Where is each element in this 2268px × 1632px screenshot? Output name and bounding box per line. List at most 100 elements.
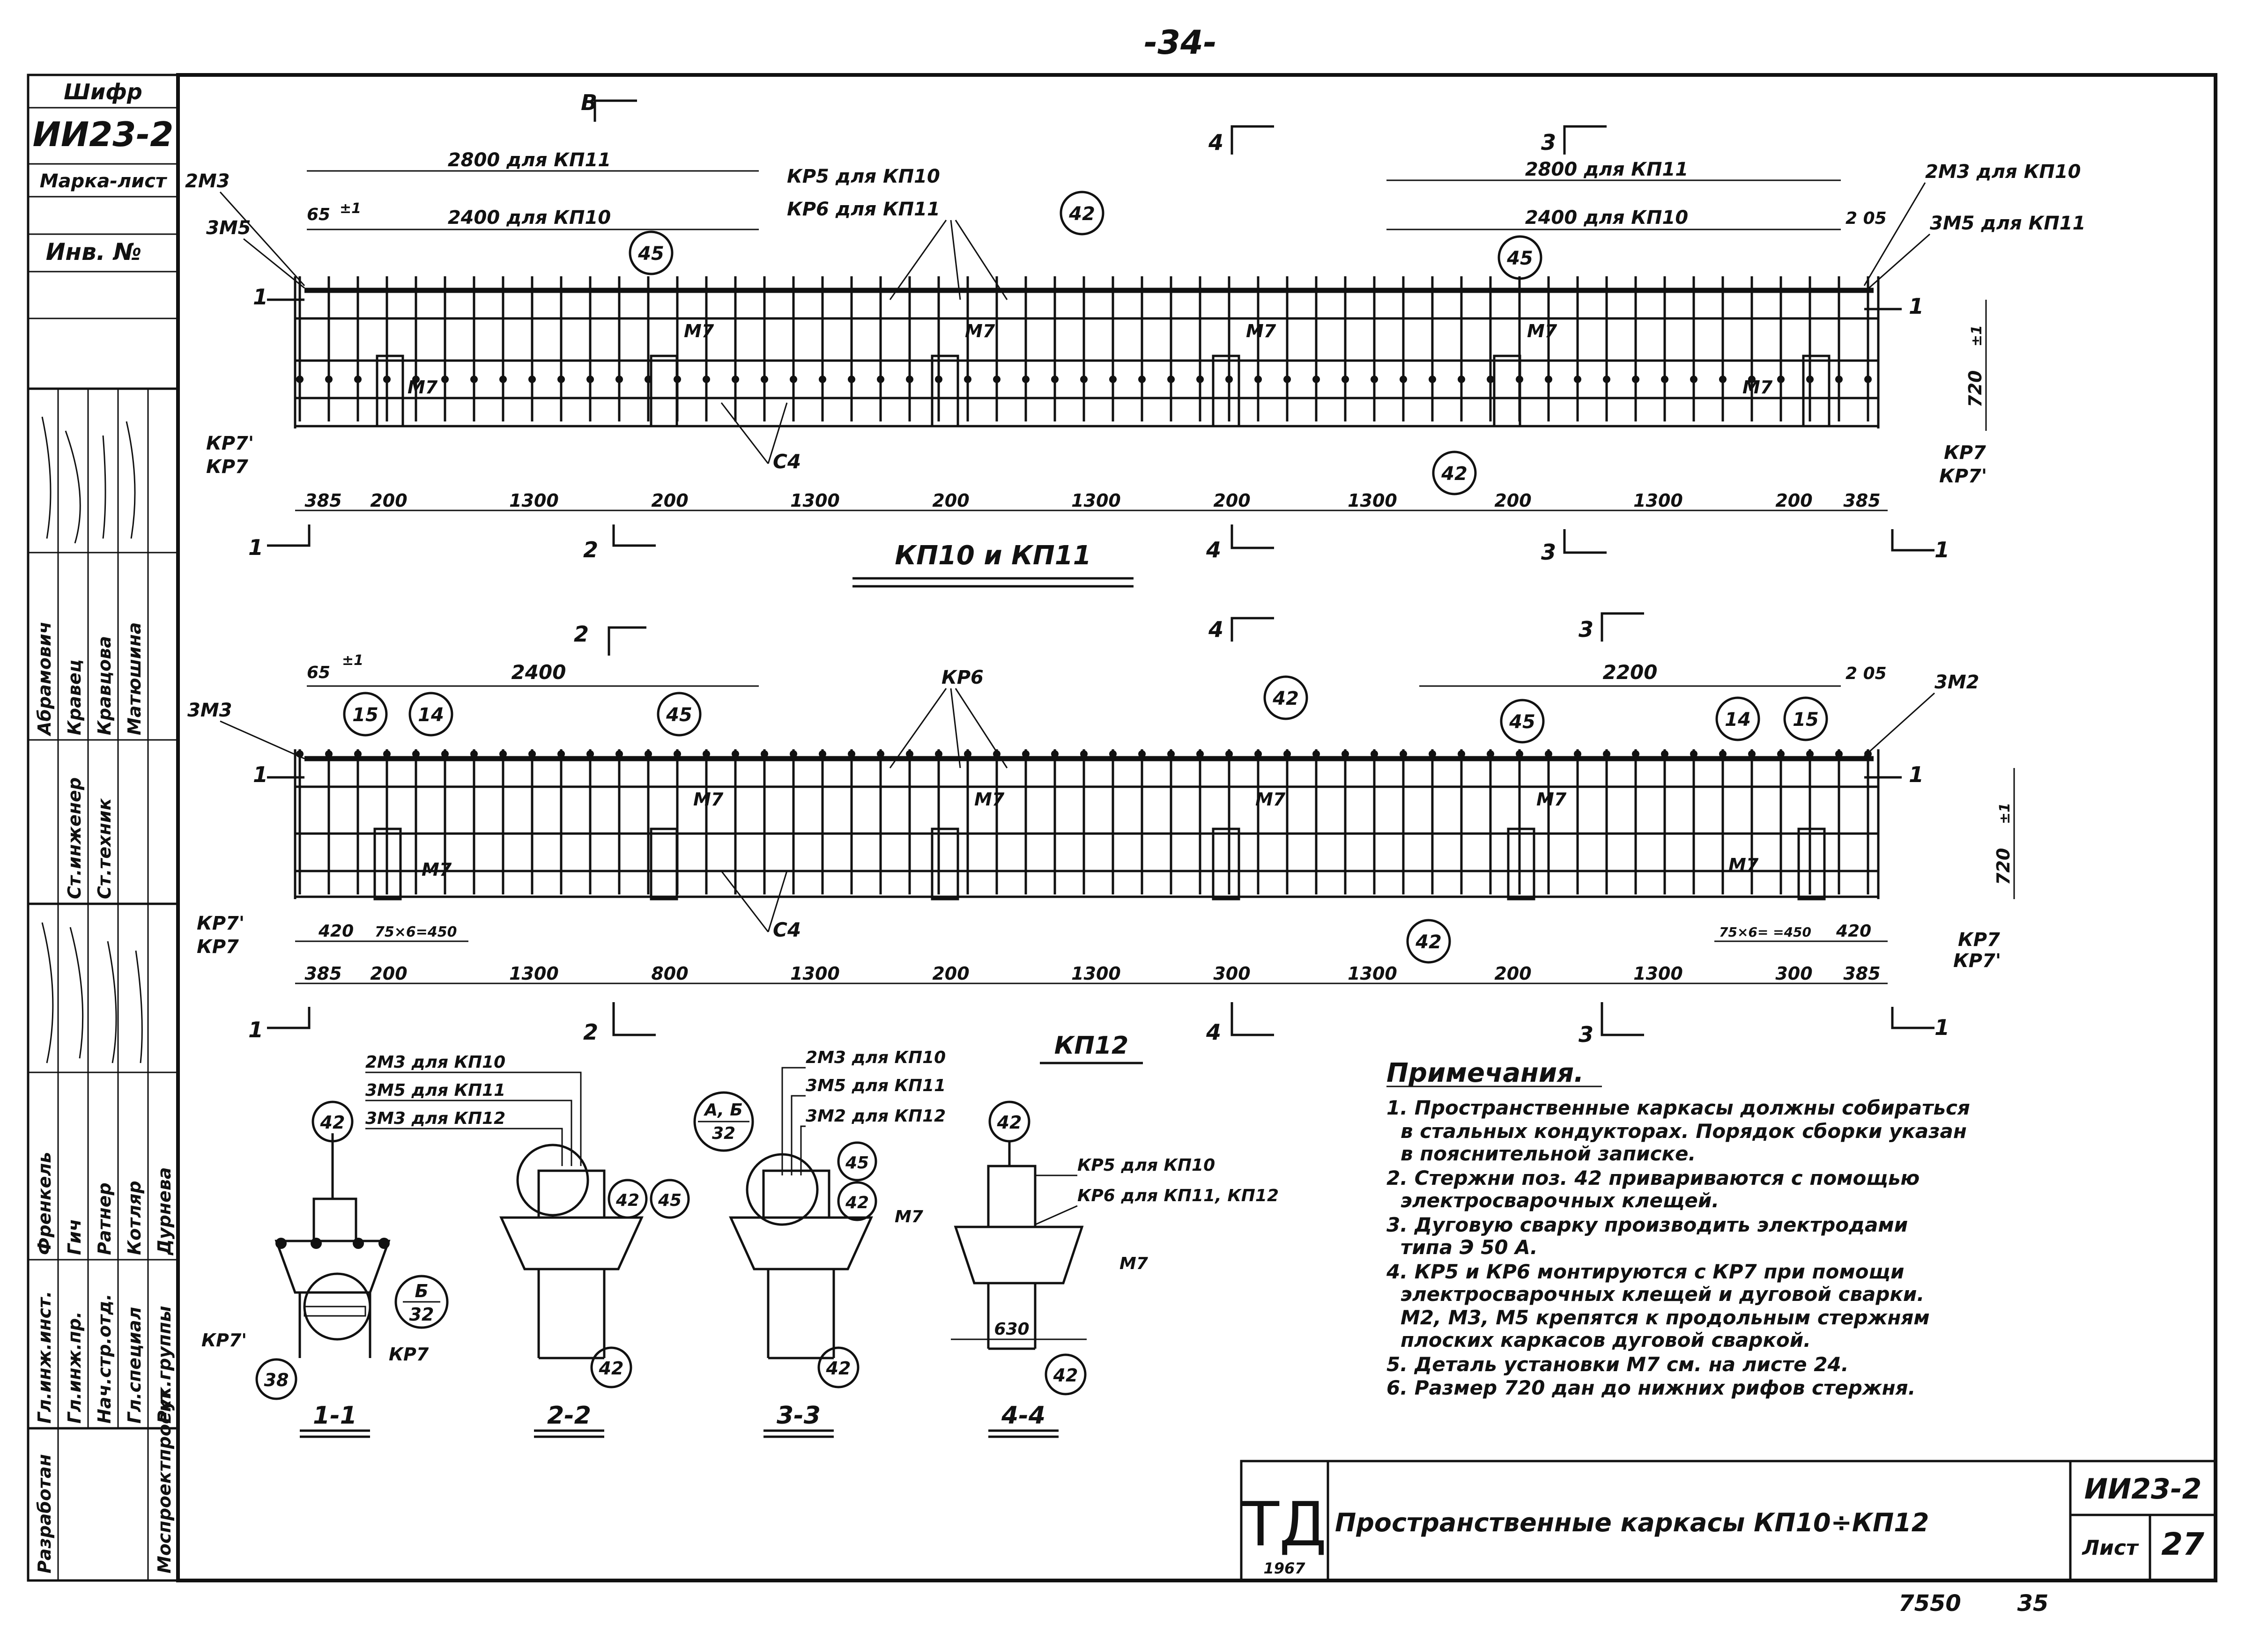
note-line: М2, М3, М5 крепятся к продольным стержня…: [1401, 1306, 1930, 1329]
top-section-v: В: [581, 90, 597, 115]
top-dim-2400-left: 2400 для КП10: [448, 207, 611, 229]
s22-label-3m3: 3М3 для КП12: [365, 1109, 505, 1128]
bottom-bdim: 200: [370, 963, 407, 984]
stamp-column: Шифр ИИ23-2 Марка-лист Инв. № Гл.инж.инс…: [27, 74, 179, 1582]
note-line: в стальных кондукторах. Порядок сборки у…: [1401, 1120, 1967, 1143]
top-m7-plates: [376, 354, 1831, 428]
top-dim-2800-left: 2800 для КП11: [448, 149, 611, 171]
top-label-kr7-right: КР7: [1944, 442, 1986, 464]
bottom-bubble-42-top: 42: [1272, 688, 1299, 709]
s22-title: 2-2: [547, 1402, 591, 1430]
stamp-org-right: Моспроектпроект: [154, 1388, 175, 1573]
s33-bubble-45: 45: [845, 1153, 869, 1173]
title-block-sheet-label: Лист: [2082, 1536, 2139, 1560]
top-section-1-right: 1: [1909, 294, 1924, 319]
top-view: 2800 для КП11 2400 для КП10 65 ±1 2800 д…: [185, 90, 2085, 588]
bottom-m7-label: М7: [422, 859, 452, 880]
bottom-bubble-15-right: 15: [1793, 709, 1819, 731]
section-1-1: 42 Б 32 38 КР7' КР7 1-1: [201, 1100, 449, 1438]
top-dim-2800-right: 2800 для КП11: [1525, 159, 1688, 180]
top-dim-205: 2 05: [1846, 209, 1887, 228]
title-block-sheet-number: 27: [2161, 1526, 2204, 1562]
bottom-bdim: 1300: [1071, 963, 1121, 984]
bottom-bdim: 1300: [509, 963, 559, 984]
bottom-dim-2400: 2400: [511, 661, 566, 684]
stamp-name-1: Френкель: [34, 1152, 55, 1255]
top-section-1-left: 1: [253, 284, 268, 310]
bottom-m7-label: М7: [1728, 855, 1759, 875]
top-bubble-42: 42: [1068, 203, 1095, 225]
mark-sheet-label: Марка-лист: [40, 170, 168, 192]
stamp-name-2: Гич: [64, 1219, 85, 1255]
top-dim-tol: ±1: [340, 200, 361, 217]
top-label-kr7-prime-left: КР7': [206, 433, 254, 454]
top-bdim: 1300: [509, 490, 559, 511]
note-line: 6. Размер 720 дан до нижних рифов стержн…: [1386, 1376, 1916, 1399]
bottom-bdim: 1300: [1633, 963, 1683, 984]
cipher-value: ИИ23-2: [33, 115, 174, 154]
bottom-bubble-15-left: 15: [352, 704, 378, 726]
bottom-label-kr7-prime-left: КР7': [197, 913, 245, 934]
stamp-name-5: Дурнева: [154, 1167, 175, 1255]
s11-title: 1-1: [313, 1402, 357, 1430]
s44-label-m7-right: М7: [1119, 1254, 1148, 1273]
bottom-label-kr6: КР6: [941, 667, 984, 688]
bottom-section-1-left: 1: [253, 762, 268, 787]
top-bubble-42-bottom: 42: [1441, 463, 1468, 485]
top-label-2m3: 2М3: [185, 170, 230, 192]
s44-bubble-42-top: 42: [997, 1112, 1022, 1133]
top-view-title: КП10 и КП11: [895, 540, 1091, 571]
s11-label-kr7: КР7: [389, 1344, 429, 1365]
bottom-bdim: 385: [304, 963, 341, 984]
top-label-2m3-right: 2М3 для КП10: [1925, 161, 2081, 183]
note-line: в пояснительной записке.: [1401, 1142, 1696, 1165]
top-rebar-cage: [295, 276, 1878, 421]
bottom-m7-plates: [373, 827, 1826, 901]
bottom-section-4-bottom: 4: [1206, 1019, 1221, 1045]
page-number: -34-: [1144, 23, 1217, 62]
bottom-label-kr7-prime-right: КР7': [1953, 950, 2001, 972]
s44-title: 4-4: [1001, 1402, 1045, 1430]
s33-label-3m2: 3М2 для КП12: [806, 1107, 946, 1126]
bottom-dim-65: 65: [307, 663, 330, 682]
s33-bubble-42: 42: [845, 1193, 869, 1212]
note-line: электросварочных клещей и дуговой сварки…: [1401, 1283, 1924, 1306]
bottom-section-1-right: 1: [1909, 762, 1924, 787]
s33-label-3m5: 3М5 для КП11: [806, 1076, 946, 1095]
bottom-label-kr7-right: КР7: [1958, 929, 2000, 951]
top-m7-label: М7: [1742, 377, 1773, 398]
top-bdim: 200: [1775, 490, 1812, 511]
s22-label-3m5: 3М5 для КП11: [365, 1081, 505, 1100]
s22-bubble-45: 45: [658, 1191, 682, 1210]
title-block-title: Пространственные каркасы КП10÷КП12: [1335, 1508, 1929, 1537]
note-line: 1. Пространственные каркасы должны собир…: [1386, 1096, 1970, 1119]
note-line: 4. КР5 и КР6 монтируются с КР7 при помощ…: [1386, 1260, 1904, 1283]
bottom-c4-label: С4: [773, 918, 801, 941]
top-bdim: 385: [304, 490, 341, 511]
bottom-bdim: 1300: [1348, 963, 1397, 984]
top-m7-label: М7: [1246, 321, 1276, 341]
section-3-3: А, Б 32 2М3 для КП10 3М5 для КП11 3М2 дл…: [693, 1048, 946, 1438]
top-m7-label: М7: [684, 321, 714, 341]
top-bdim: 385: [1843, 490, 1880, 511]
stamp-name-4: Котляр: [124, 1181, 145, 1255]
title-block-logo: ТД: [1242, 1489, 1327, 1560]
top-section-2-bottom: 2: [583, 537, 598, 562]
stamp-name-9: Матюшина: [124, 622, 145, 735]
s44-width-dim: 630: [994, 1320, 1029, 1339]
s33-bubble-42-bottom: 42: [826, 1358, 851, 1379]
bottom-bdim: 385: [1843, 963, 1880, 984]
bottom-bdim: 800: [651, 963, 688, 984]
cipher-label: Шифр: [64, 79, 142, 104]
stamp-role-6: Ст.инженер: [64, 777, 85, 899]
top-section-1-br: 1: [1934, 537, 1949, 562]
bottom-m7-label: М7: [974, 789, 1005, 810]
bottom-section-1-bl: 1: [248, 1017, 263, 1042]
bottom-bdim: 200: [1494, 963, 1531, 984]
notes-block: Примечания. 1. Пространственные каркасы …: [1386, 1058, 1970, 1399]
top-bdim: 1300: [790, 490, 840, 511]
top-bdim: 200: [932, 490, 969, 511]
bottom-m7-label: М7: [1255, 789, 1286, 810]
s33-label-2m3: 2М3 для КП10: [806, 1048, 946, 1067]
note-line: электросварочных клещей.: [1401, 1189, 1719, 1212]
